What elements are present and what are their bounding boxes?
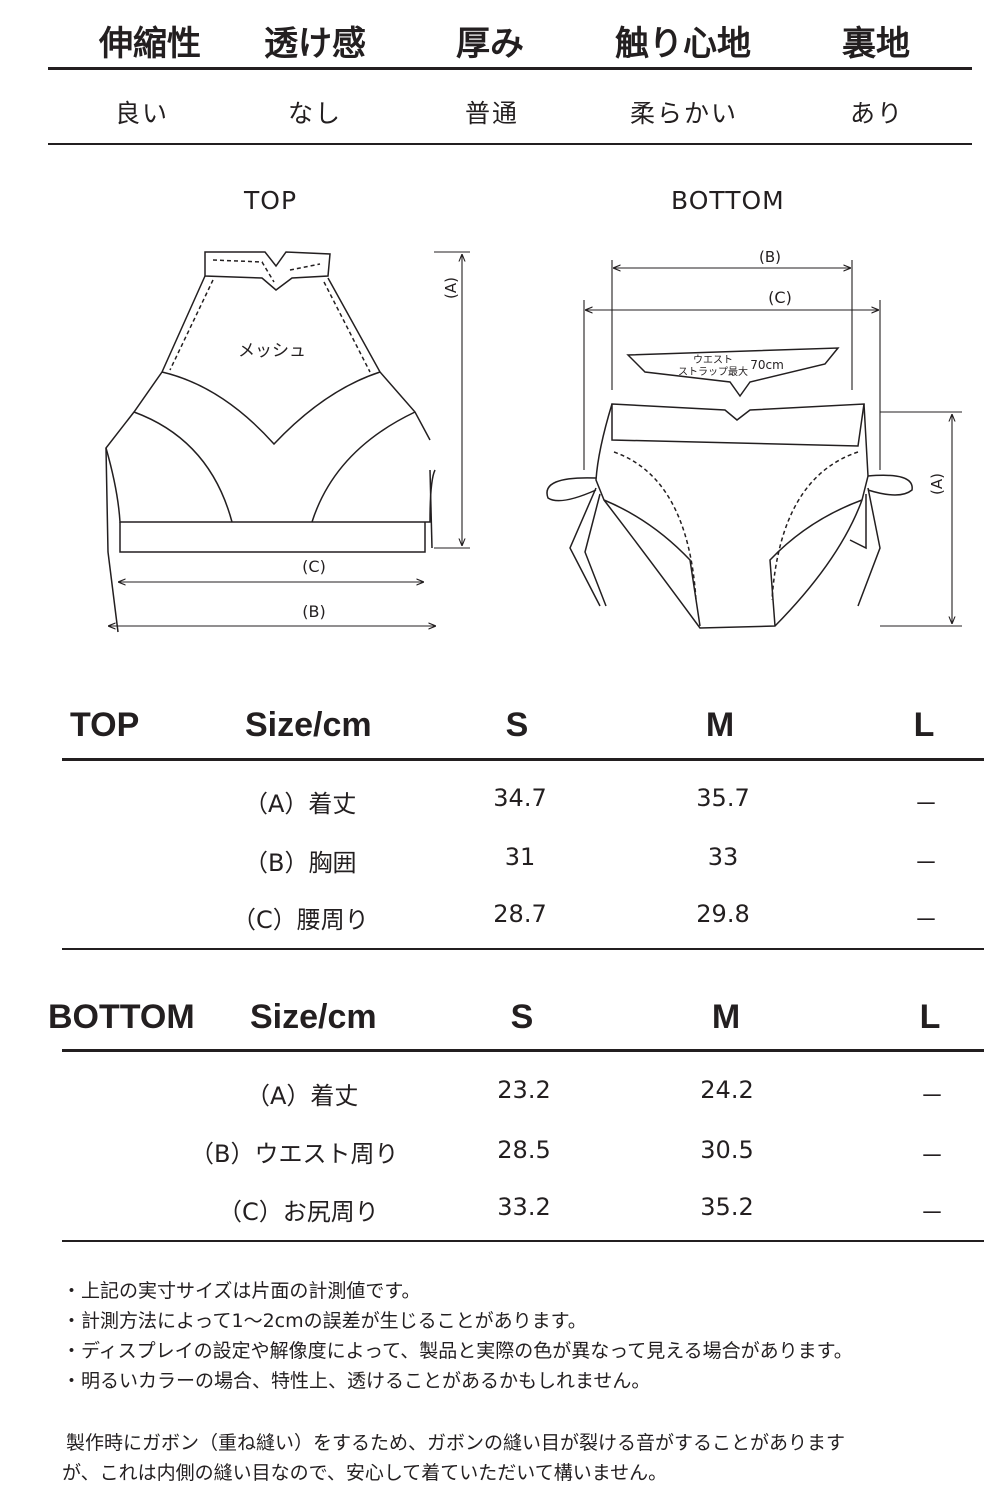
property-header-transparency: 透け感 bbox=[264, 24, 366, 64]
bottom-row-a-s: 23.2 bbox=[497, 1076, 551, 1104]
bottom-table-size-m: M bbox=[711, 998, 741, 1036]
bottom-dim-a-label: (A) bbox=[928, 473, 946, 495]
bottom-dim-c-label: (C) bbox=[768, 288, 792, 307]
garment-diagrams: メッシュ (A) (C) (B) (B) (C) (A) ウエスト ストラップ最… bbox=[105, 248, 962, 633]
top-row-b-s: 31 bbox=[504, 843, 536, 871]
top-table-bottom-divider bbox=[62, 948, 984, 950]
top-row-b-m: 33 bbox=[707, 843, 739, 871]
paragraph-line: が、これは内側の縫い目なので、安心して着ていただいて構いません。 bbox=[62, 1462, 668, 1484]
bottom-table-size-label: Size/cm bbox=[250, 998, 377, 1036]
top-garment-illustration bbox=[105, 251, 436, 633]
top-row-c-m: 29.8 bbox=[696, 900, 750, 928]
top-row-a-label: （A）着丈 bbox=[244, 790, 357, 818]
property-value-lining: あり bbox=[849, 99, 905, 128]
top-row-a-s: 34.7 bbox=[493, 784, 547, 812]
bottom-table-bottom-divider bbox=[62, 1240, 984, 1242]
bottom-table-title: BOTTOM bbox=[48, 998, 195, 1036]
top-mesh-label: メッシュ bbox=[238, 341, 306, 361]
properties-header-row: 伸縮性 透け感 厚み 触り心地 裏地 bbox=[48, 8, 972, 68]
top-row-b-label: （B）胸囲 bbox=[244, 849, 357, 877]
bottom-row-c-m: 35.2 bbox=[700, 1193, 754, 1221]
bottom-row-c-label: （C）お尻周り bbox=[218, 1198, 379, 1226]
note-item: ・ディスプレイの設定や解像度によって、製品と実際の色が異なって見える場合がありま… bbox=[62, 1340, 853, 1362]
top-table-size-m: M bbox=[705, 706, 735, 744]
bottom-row-a-m: 24.2 bbox=[700, 1076, 754, 1104]
top-dim-b-label: (B) bbox=[302, 602, 325, 621]
property-header-texture: 触り心地 bbox=[615, 24, 751, 64]
bottom-table-size-l: L bbox=[919, 998, 941, 1036]
property-header-lining: 裏地 bbox=[842, 24, 910, 64]
bottom-row-a-label: （A）着丈 bbox=[246, 1082, 359, 1110]
top-table-size-s: S bbox=[505, 706, 529, 744]
property-header-thickness: 厚み bbox=[456, 24, 524, 64]
bottom-table-header-divider bbox=[62, 1049, 984, 1052]
top-table-title: TOP bbox=[70, 706, 140, 744]
note-item: ・計測方法によって1～2cmの誤差が生じることがあります。 bbox=[62, 1310, 587, 1332]
paragraph-line: 製作時にガボン（重ね縫い）をするため、ガボンの縫い目が裂ける音がすることがありま… bbox=[66, 1432, 846, 1454]
top-row-a-l: － bbox=[914, 790, 938, 818]
bottom-row-a-l: － bbox=[920, 1082, 944, 1110]
bottom-garment-illustration bbox=[546, 347, 913, 629]
properties-bottom-divider bbox=[48, 143, 972, 145]
bottom-dim-b-label: (B) bbox=[759, 248, 781, 266]
bottom-row-b-l: － bbox=[920, 1142, 944, 1170]
top-table-size-label: Size/cm bbox=[245, 706, 372, 744]
top-row-a-m: 35.7 bbox=[696, 784, 750, 812]
bottom-dimension-lines bbox=[583, 260, 962, 627]
bottom-strap-label-line1: ウエスト bbox=[693, 354, 733, 366]
top-diagram-title: TOP bbox=[244, 186, 298, 215]
top-dimension-lines bbox=[108, 251, 470, 626]
top-row-c-l: － bbox=[914, 906, 938, 934]
bottom-diagram-title: BOTTOM bbox=[671, 186, 785, 215]
property-value-transparency: なし bbox=[287, 99, 343, 128]
property-value-texture: 柔らかい bbox=[629, 99, 739, 128]
bottom-strap-label-line2: ストラップ最大 bbox=[678, 365, 748, 378]
note-item: ・明るいカラーの場合、特性上、透けることがあるかもしれません。 bbox=[62, 1370, 651, 1392]
top-table-header-divider bbox=[62, 758, 984, 761]
bottom-table-size-s: S bbox=[510, 998, 534, 1036]
top-dim-a-label: (A) bbox=[442, 277, 460, 299]
property-value-thickness: 普通 bbox=[464, 99, 520, 128]
top-row-c-s: 28.7 bbox=[493, 900, 547, 928]
top-row-b-l: － bbox=[914, 849, 938, 877]
bottom-row-c-l: － bbox=[920, 1199, 944, 1227]
bottom-row-b-label: （B）ウエスト周り bbox=[190, 1140, 399, 1168]
properties-value-row: 良い なし 普通 柔らかい あり bbox=[48, 86, 972, 142]
property-value-stretch: 良い bbox=[114, 99, 170, 128]
top-dim-c-label: (C) bbox=[302, 557, 326, 576]
property-header-stretch: 伸縮性 bbox=[99, 24, 201, 64]
top-table-size-l: L bbox=[913, 706, 935, 744]
bottom-strap-length: 70cm bbox=[750, 358, 784, 372]
top-row-c-label: （C）腰周り bbox=[232, 906, 369, 934]
bottom-row-b-m: 30.5 bbox=[700, 1136, 754, 1164]
bottom-row-c-s: 33.2 bbox=[497, 1193, 551, 1221]
bottom-row-b-s: 28.5 bbox=[497, 1136, 551, 1164]
note-item: ・上記の実寸サイズは片面の計測値です。 bbox=[62, 1280, 421, 1302]
properties-header-divider bbox=[48, 67, 972, 70]
